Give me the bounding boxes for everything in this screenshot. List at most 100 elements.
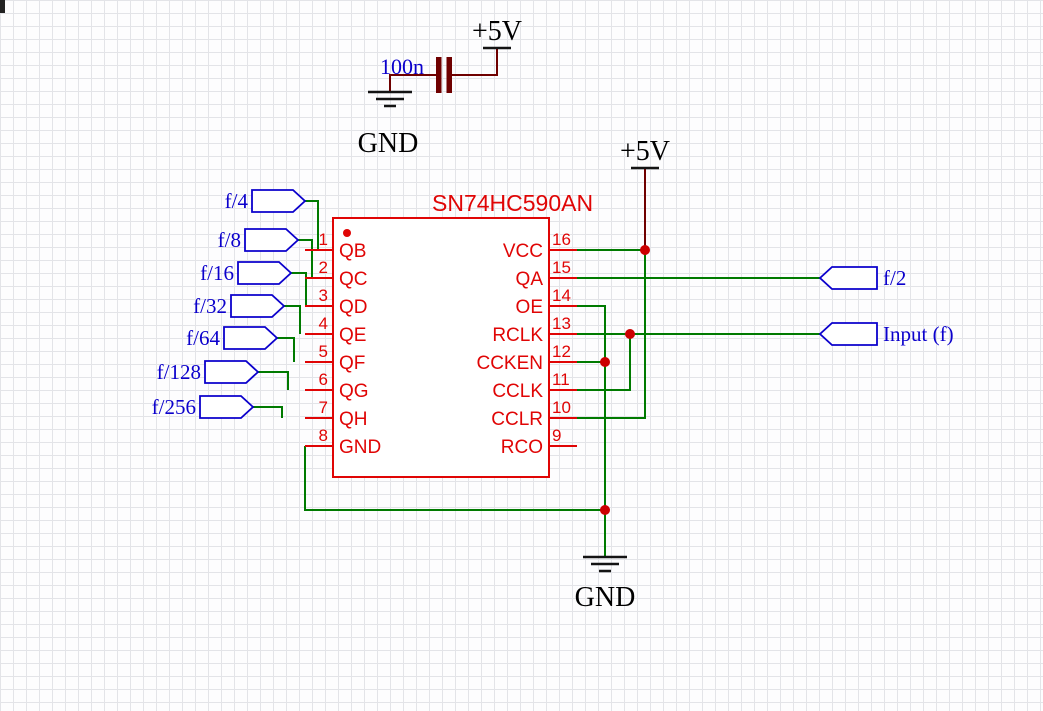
pin-number-6: 6 xyxy=(319,370,328,389)
wire-qg-f128[interactable] xyxy=(258,371,289,390)
pin-number-12: 12 xyxy=(552,342,571,361)
power-flag-5v-cap[interactable]: +5V xyxy=(472,16,522,50)
pin-name-cclr: CCLR xyxy=(491,409,543,430)
pin-name-rco: RCO xyxy=(501,437,543,458)
capacitor-plate-left xyxy=(436,57,442,93)
net-label-f256[interactable]: f/256 xyxy=(152,395,255,419)
canvas-corner-mark xyxy=(0,0,5,13)
net-label-text: f/8 xyxy=(218,228,241,252)
net-label-f4[interactable]: f/4 xyxy=(225,189,307,213)
wire-qd-f16[interactable] xyxy=(291,272,307,306)
wire-cap-to-5v[interactable] xyxy=(452,48,498,76)
pin-number-1: 1 xyxy=(319,230,328,249)
net-label-text: f/64 xyxy=(186,326,220,350)
net-label-input-f[interactable]: Input (f) xyxy=(818,322,954,346)
net-label-f2[interactable]: f/2 xyxy=(818,266,906,290)
net-label-text: Input (f) xyxy=(883,322,954,346)
pin-name-qf: QF xyxy=(339,353,365,374)
pin1-marker-icon xyxy=(343,229,351,237)
gnd-symbol-ic[interactable]: GND xyxy=(575,555,636,613)
pin-number-9: 9 xyxy=(552,426,561,445)
capacitor-c1[interactable]: 100n xyxy=(380,54,452,93)
ic-right-pins: 16 15 14 13 12 11 10 9 VCC QA OE RCLK CC… xyxy=(476,230,577,458)
power-label-5v-cap: +5V xyxy=(472,16,522,47)
gnd-label-ic: GND xyxy=(575,582,636,613)
pin-number-2: 2 xyxy=(319,258,328,277)
ic-part-number: SN74HC590AN xyxy=(432,190,593,216)
pin-name-qg: QG xyxy=(339,381,369,402)
net-flag-icon xyxy=(230,294,286,318)
wire-cclk-branch[interactable] xyxy=(577,334,631,391)
wire-qh-f256[interactable] xyxy=(253,406,283,418)
net-flag-icon xyxy=(244,228,300,252)
net-label-f64[interactable]: f/64 xyxy=(186,326,279,350)
ic-left-pins: 1 2 3 4 5 6 7 8 QB QC QD QE QF QG QH GND xyxy=(305,230,381,458)
pin-number-5: 5 xyxy=(319,342,328,361)
pin-name-ccken: CCKEN xyxy=(476,353,543,374)
net-label-text: f/256 xyxy=(152,395,196,419)
power-flag-5v-ic[interactable]: +5V xyxy=(620,136,670,170)
net-flag-icon xyxy=(199,395,255,419)
net-flag-icon xyxy=(818,266,878,290)
wire-gnd-pin8[interactable] xyxy=(304,446,605,511)
junction-rclk-cclk-icon xyxy=(625,329,635,339)
pin-number-15: 15 xyxy=(552,258,571,277)
power-wires[interactable] xyxy=(389,48,646,250)
wire-qf-f64[interactable] xyxy=(277,337,295,362)
pin-number-7: 7 xyxy=(319,398,328,417)
pin-name-qb: QB xyxy=(339,241,366,262)
wire-qe-f32[interactable] xyxy=(284,305,301,334)
ic-u1[interactable]: SN74HC590AN 1 2 3 4 5 6 7 8 QB QC QD QE … xyxy=(305,190,593,478)
net-flag-icon xyxy=(251,189,307,213)
pin-name-qc: QC xyxy=(339,269,368,290)
pin-number-8: 8 xyxy=(319,426,328,445)
pin-name-rclk: RCLK xyxy=(492,325,543,346)
pin-name-vcc: VCC xyxy=(503,241,543,262)
net-label-f8[interactable]: f/8 xyxy=(218,228,300,252)
pin-name-oe: OE xyxy=(516,297,543,318)
net-label-text: f/2 xyxy=(883,266,906,290)
net-label-f16[interactable]: f/16 xyxy=(200,261,293,285)
junction-vcc-icon xyxy=(640,245,650,255)
pin-number-11: 11 xyxy=(552,370,570,389)
power-label-5v-ic: +5V xyxy=(620,136,670,167)
net-label-text: f/128 xyxy=(157,360,201,384)
pin-number-4: 4 xyxy=(319,314,328,333)
net-flag-icon xyxy=(237,261,293,285)
net-flag-icon xyxy=(204,360,260,384)
pin-number-10: 10 xyxy=(552,398,571,417)
wires[interactable] xyxy=(253,200,820,557)
pin-name-qe: QE xyxy=(339,325,366,346)
net-label-text: f/4 xyxy=(225,189,249,213)
pin-number-13: 13 xyxy=(552,314,571,333)
capacitor-value-label: 100n xyxy=(380,54,424,79)
junction-gnd-icon xyxy=(600,505,610,515)
net-flag-icon xyxy=(223,326,279,350)
capacitor-plate-right xyxy=(446,57,452,93)
net-label-text: f/32 xyxy=(193,294,227,318)
gnd-label-cap: GND xyxy=(358,128,419,159)
wire-cap-to-gnd[interactable] xyxy=(389,74,436,91)
pin-number-14: 14 xyxy=(552,286,571,305)
wire-oe-gnd[interactable] xyxy=(577,305,606,557)
wire-qc-f8[interactable] xyxy=(298,239,313,278)
pin-name-qa: QA xyxy=(516,269,544,290)
pin-name-gnd: GND xyxy=(339,437,381,458)
pin-name-qh: QH xyxy=(339,409,368,430)
net-flag-icon xyxy=(818,322,878,346)
wire-qb-f4[interactable] xyxy=(305,200,319,250)
junction-ccken-gnd-icon xyxy=(600,357,610,367)
wire-cclr-5v[interactable] xyxy=(577,250,646,419)
net-label-f32[interactable]: f/32 xyxy=(193,294,286,318)
net-label-f128[interactable]: f/128 xyxy=(157,360,260,384)
net-label-text: f/16 xyxy=(200,261,234,285)
gnd-symbol-cap[interactable]: GND xyxy=(358,90,419,159)
pin-name-cclk: CCLK xyxy=(492,381,543,402)
pin-number-16: 16 xyxy=(552,230,571,249)
gnd-bars-icon xyxy=(368,90,412,108)
gnd-bars-icon xyxy=(583,555,627,573)
pin-number-3: 3 xyxy=(319,286,328,305)
ic-body[interactable] xyxy=(332,217,550,478)
